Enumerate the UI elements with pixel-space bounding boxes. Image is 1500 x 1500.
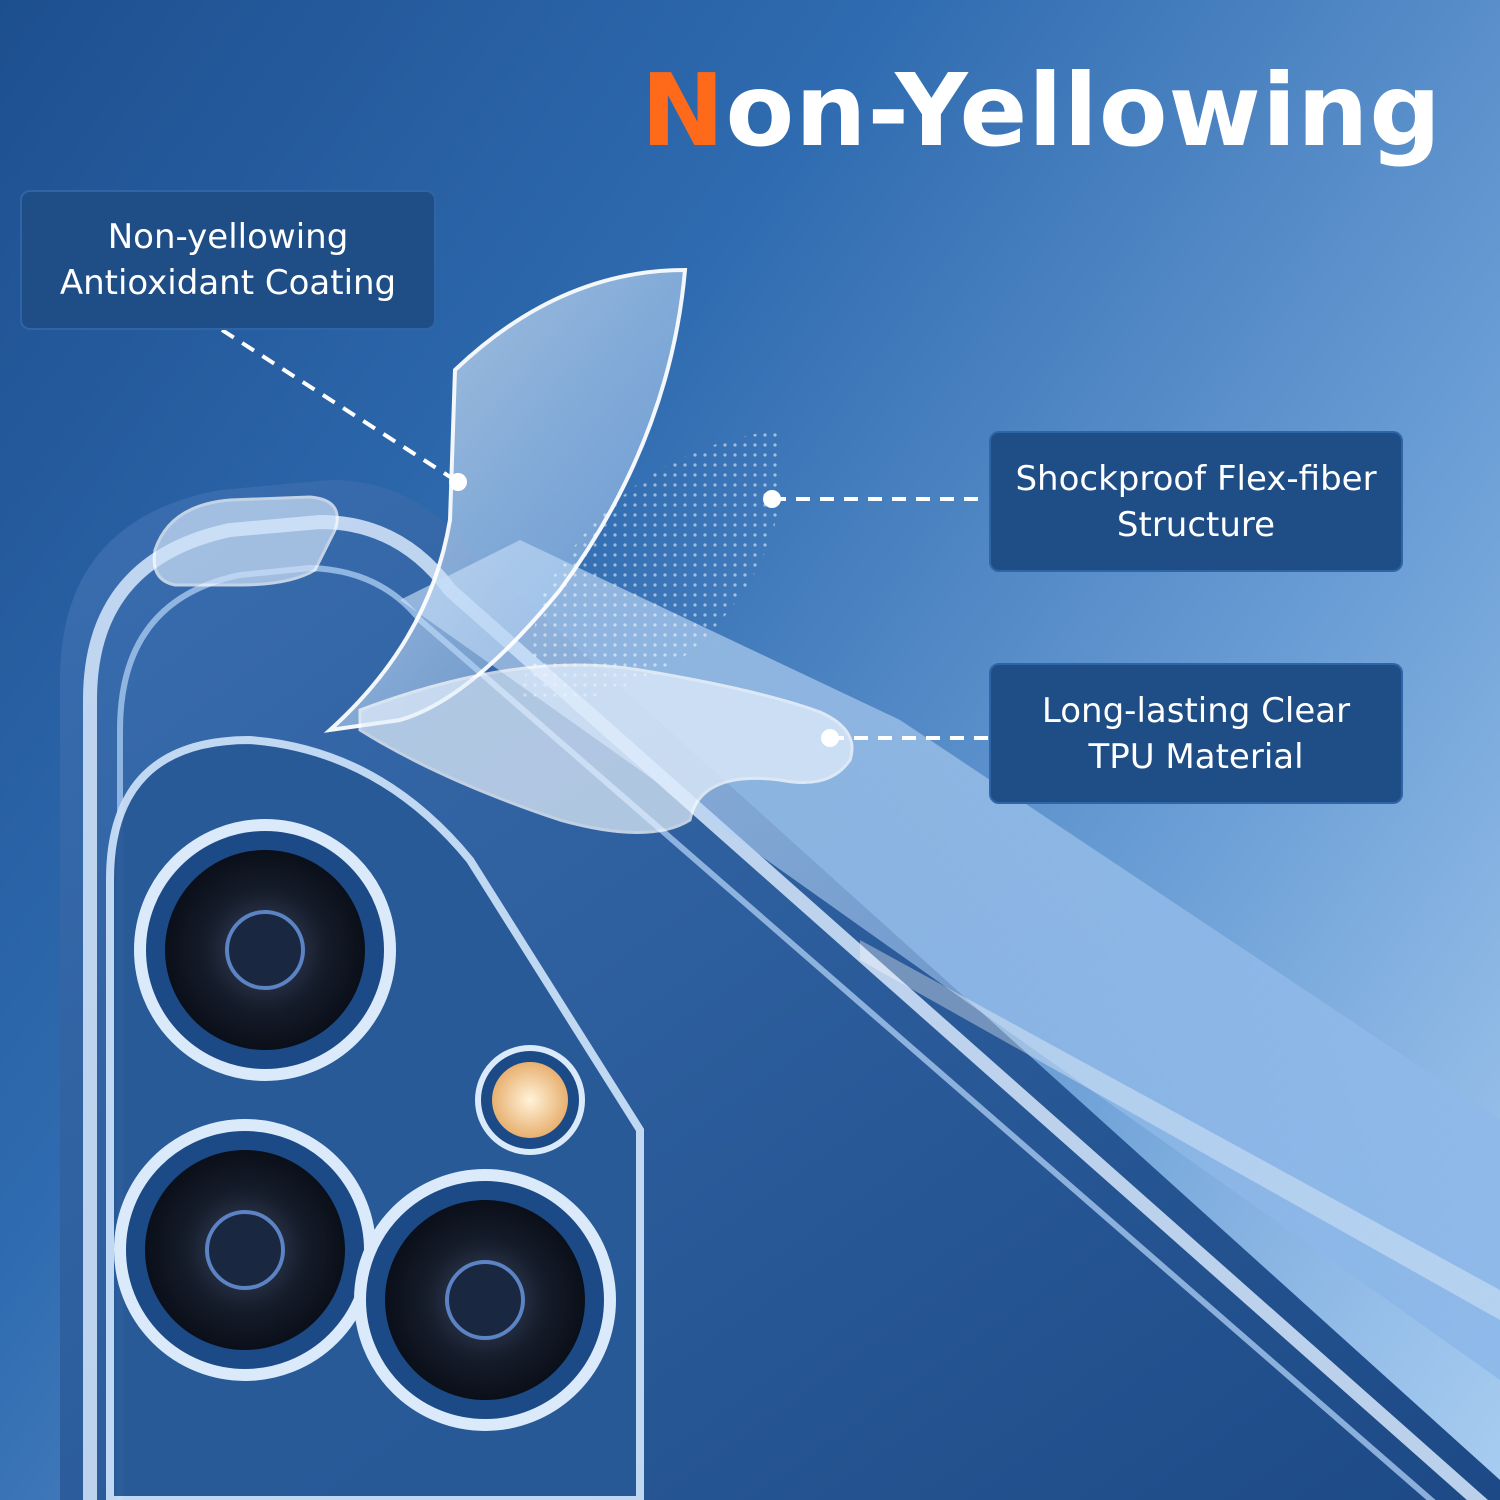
camera-lens-bottom-left bbox=[114, 1119, 376, 1381]
callout-line: Structure bbox=[1116, 504, 1276, 545]
leader-dot-coating bbox=[449, 473, 467, 491]
headline: Non-Yellowing bbox=[641, 52, 1442, 169]
callout-line: TPU Material bbox=[1088, 736, 1304, 777]
camera-lens-top bbox=[134, 819, 396, 1081]
case-side-highlight bbox=[860, 940, 1500, 1320]
side-button bbox=[152, 495, 339, 587]
callout-line: Non-yellowing bbox=[107, 217, 349, 257]
leader-dot-structure bbox=[763, 490, 781, 508]
headline-accent-letter: N bbox=[640, 52, 726, 169]
callout-line: Shockproof Flex-fiber bbox=[1015, 458, 1377, 499]
leader-dot-tpu bbox=[821, 729, 839, 747]
leader-line-coating bbox=[220, 328, 460, 484]
headline-rest: on-Yellowing bbox=[725, 52, 1442, 169]
camera-lens-bottom-right bbox=[354, 1169, 616, 1431]
callout-flex-fiber-structure: Shockproof Flex-fiber Structure bbox=[989, 431, 1403, 572]
peeled-case-layer bbox=[323, 267, 854, 834]
callout-antioxidant-coating: Non-yellowing Antioxidant Coating bbox=[20, 190, 436, 330]
camera-flash bbox=[475, 1045, 585, 1155]
callout-line: Antioxidant Coating bbox=[59, 263, 397, 303]
callout-line: Long-lasting Clear bbox=[1041, 690, 1351, 731]
callout-tpu-material: Long-lasting Clear TPU Material bbox=[989, 663, 1403, 804]
leader-lines bbox=[220, 328, 988, 740]
